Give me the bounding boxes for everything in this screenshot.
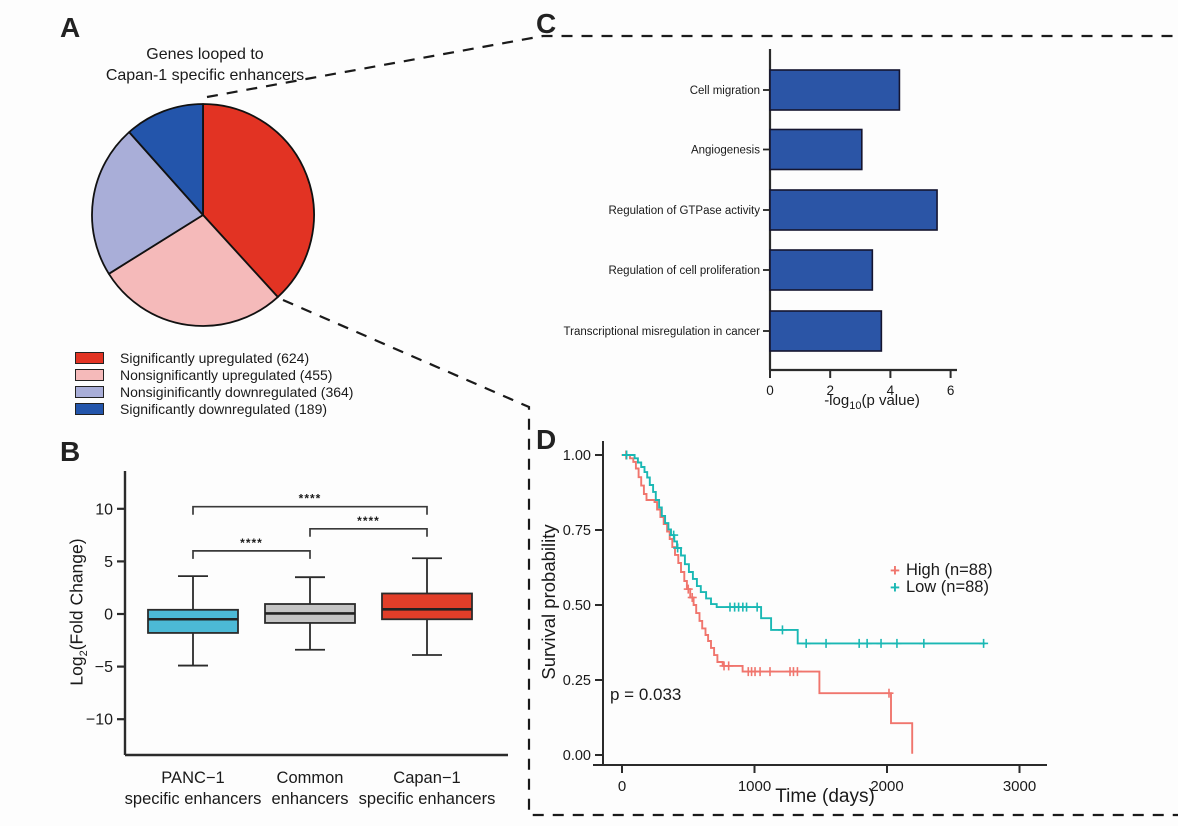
panel-a-label: A — [60, 12, 81, 43]
x-tick-label: 0 — [618, 778, 626, 795]
x-tick-label: 0 — [766, 383, 774, 398]
y-tick-label: −5 — [95, 659, 113, 676]
y-tick-label: 0.75 — [563, 523, 591, 539]
category-label: Regulation of GTPase activity — [609, 205, 761, 217]
y-tick-label: 0.00 — [563, 748, 591, 764]
ylabel-pre: Log — [66, 656, 87, 686]
x-tick-label: 3000 — [1003, 778, 1036, 795]
pie-slice-0 — [202, 103, 315, 298]
panel-b-label: B — [60, 436, 81, 467]
bar-3 — [769, 249, 874, 291]
y-tick-label: 10 — [95, 501, 113, 518]
x-tick-label: 2000 — [870, 778, 903, 795]
boxplot-group-label-common: Common enhancers — [271, 769, 349, 808]
xlabel-sub: 10 — [849, 400, 862, 412]
km-curve-high — [622, 454, 914, 754]
km-legend-label: Low (n=88) — [905, 578, 989, 596]
category-label: Regulation of cell proliferation — [608, 265, 760, 277]
legend-item: Significantly upregulated (624) — [75, 349, 353, 366]
km-survival-chart: 0.00 0.25 0.50 0.75 1.00 0 1000 2000 3000 — [563, 441, 1047, 795]
box-0 — [147, 608, 239, 634]
x-tick-label: 2 — [826, 383, 834, 398]
legend-label: Significantly downregulated (189) — [120, 400, 328, 417]
legend-swatch-red — [75, 351, 104, 364]
km-p-value: p = 0.033 — [610, 685, 682, 704]
xlabel-pre: -log — [824, 392, 850, 409]
panel-c-label: C — [536, 8, 557, 39]
legend-label: Significantly upregulated (624) — [120, 349, 310, 366]
km-x-axis-label: Time (days) — [775, 786, 875, 807]
ylabel-post: (Fold Change) — [66, 538, 87, 651]
box-2 — [381, 592, 473, 621]
callout-line-bottom — [282, 298, 1178, 817]
callout-line-top — [206, 34, 1178, 99]
x-tick-label: 1000 — [738, 778, 771, 795]
y-tick-label: 0.25 — [563, 673, 591, 689]
legend-swatch-pink — [75, 368, 104, 381]
legend-label: Nonsiginificantly downregulated (364) — [120, 383, 354, 400]
boxplot-group-label-panc1: PANC−1 specific enhancers — [124, 769, 262, 808]
boxplot-y-axis-label: Log2(Fold Change) — [66, 538, 90, 685]
ylabel-sub: 2 — [77, 650, 90, 657]
pie-slice-1 — [107, 214, 279, 327]
km-high-marker-icon: + — [890, 561, 900, 580]
km-low-marker-icon: + — [890, 578, 900, 597]
y-tick-label: 0 — [104, 607, 113, 624]
bar-2 — [769, 189, 938, 231]
legend-item: Nonsignificantly upregulated (455) — [75, 366, 353, 383]
km-legend-item-low: + Low (n=88) — [890, 578, 993, 597]
pie-title-line1: Genes looped to — [146, 46, 264, 63]
category-label: Transcriptional misregulation in cancer — [564, 326, 761, 338]
bar-0 — [769, 69, 901, 111]
km-legend-label: High (n=88) — [905, 561, 993, 579]
category-label: Cell migration — [690, 85, 760, 97]
bar-4 — [769, 310, 883, 352]
significance-stars: **** — [299, 492, 322, 506]
y-tick-label: 5 — [104, 554, 113, 571]
bar-1 — [769, 128, 863, 171]
y-tick-label: 0.50 — [563, 598, 591, 614]
km-legend: + High (n=88) + Low (n=88) — [890, 561, 993, 597]
legend-label: Nonsignificantly upregulated (455) — [120, 366, 333, 383]
pie-slice-2 — [91, 131, 204, 275]
significance-bracket — [192, 550, 311, 559]
panel-d-label: D — [536, 424, 557, 455]
km-y-axis-label: Survival probability — [538, 524, 559, 680]
legend-item: Significantly downregulated (189) — [75, 400, 353, 417]
km-curve-low — [622, 454, 986, 645]
pie-title-line2: Capan-1 specific enhancers — [105, 67, 305, 84]
significance-stars: **** — [357, 514, 380, 528]
legend-swatch-lavender — [75, 385, 104, 398]
boxplot-chart: 10 5 0 −5 −10 **** **** **** — [86, 471, 508, 757]
significance-bracket — [192, 505, 428, 515]
legend-swatch-blue — [75, 402, 104, 415]
y-tick-label: −10 — [86, 712, 113, 729]
x-tick-label: 4 — [887, 383, 895, 398]
xlabel-post: (p value) — [861, 392, 920, 409]
pie-chart — [91, 103, 315, 327]
significance-bracket — [309, 527, 428, 537]
km-legend-item-high: + High (n=88) — [890, 561, 993, 580]
y-tick-label: 1.00 — [563, 448, 591, 464]
pie-legend: Significantly upregulated (624) Nonsigni… — [75, 349, 353, 417]
legend-item: Nonsiginificantly downregulated (364) — [75, 383, 353, 400]
boxplot-group-label-capan1: Capan−1 specific enhancers — [358, 769, 496, 808]
pie-title: Genes looped to Capan-1 specific enhance… — [65, 44, 345, 86]
category-label: Angiogenesis — [691, 145, 760, 157]
significance-stars: **** — [240, 536, 263, 550]
pie-slice-3 — [128, 103, 204, 216]
bar-x-axis-label: -log10(p value) — [782, 392, 962, 412]
x-tick-label: 6 — [947, 383, 955, 398]
